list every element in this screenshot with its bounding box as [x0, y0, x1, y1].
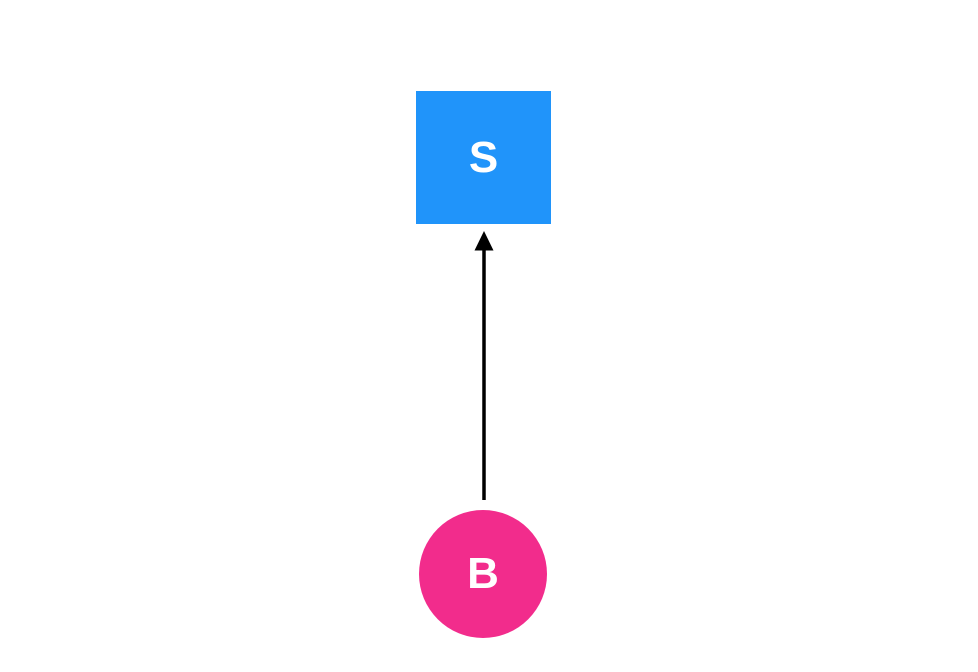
node-s[interactable]: S	[416, 91, 551, 224]
node-s-label: S	[468, 132, 499, 182]
node-b-label: B	[467, 549, 499, 598]
edge-arrowhead-icon	[474, 231, 494, 251]
node-b[interactable]: B	[419, 510, 547, 638]
